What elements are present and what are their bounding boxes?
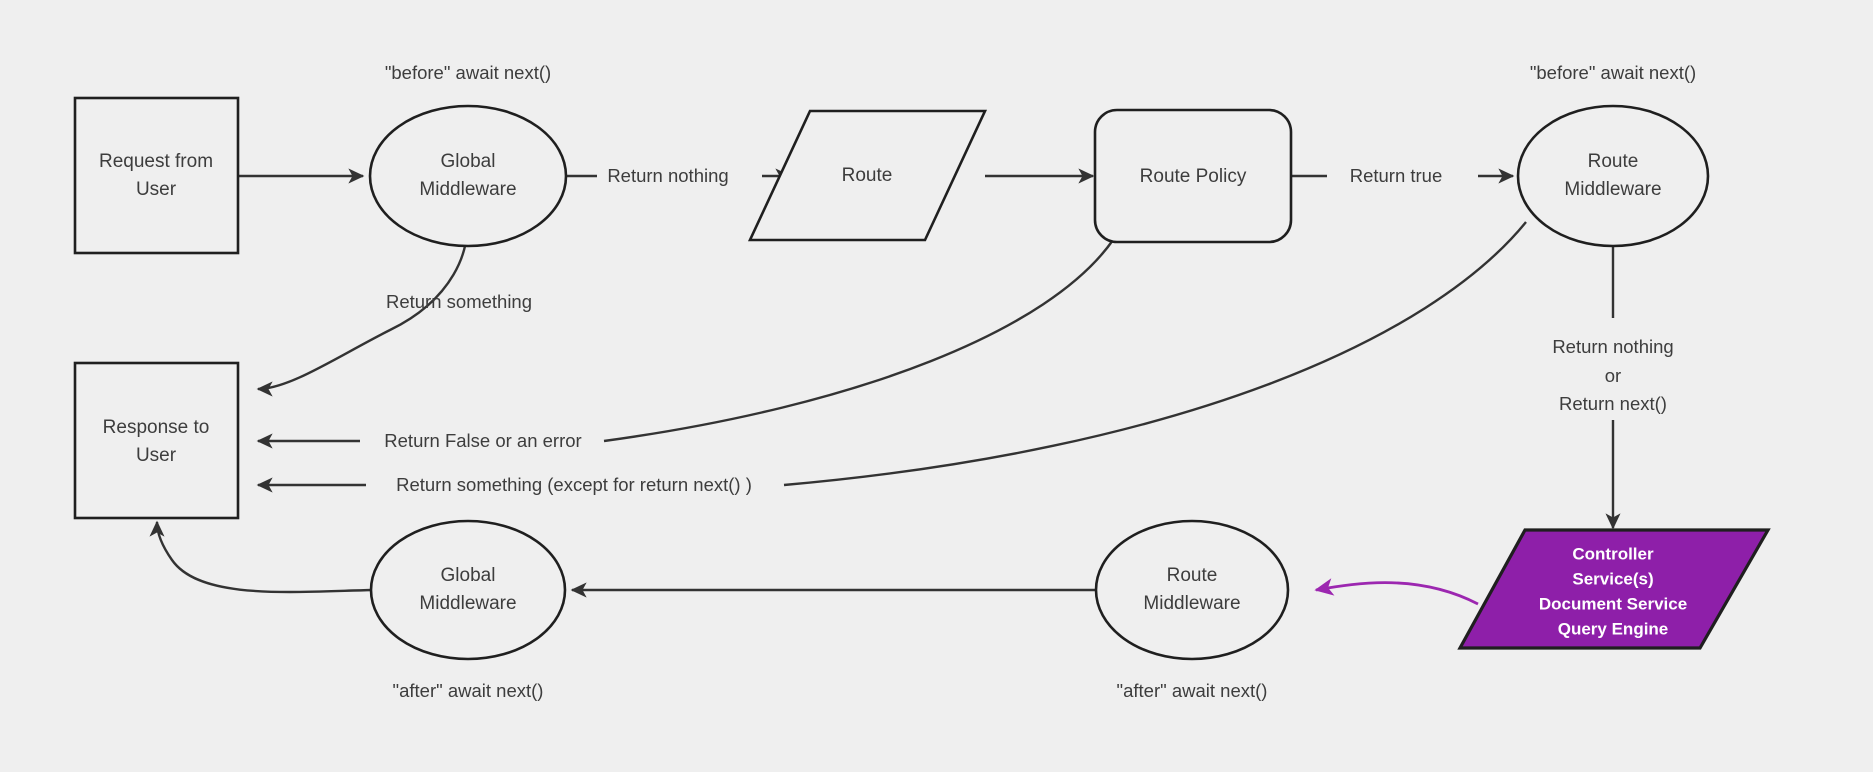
edge-label-return-next-line: Return next() (1559, 393, 1667, 414)
node-controller-label-line1: Controller (1572, 544, 1654, 563)
node-response-label-line1: Response to (103, 417, 210, 438)
node-request-label-line2: User (136, 179, 177, 200)
edge-global-middleware-return-something: Return something (256, 216, 532, 397)
edge-global-middleware-to-route: Return nothing (565, 165, 792, 186)
annotation-before-await-next-top-right: "before" await next() (1530, 62, 1696, 83)
edge-global-middleware-bottom-to-response (149, 520, 373, 594)
node-global-middleware-top[interactable]: Global Middleware (368, 104, 568, 248)
node-controller-services[interactable]: Controller Service(s) Document Service Q… (1457, 528, 1771, 650)
edge-label-return-something-except: Return something (except for return next… (396, 474, 752, 495)
node-route-middleware-bottom-label-line2: Middleware (1143, 593, 1240, 614)
node-global-middleware-bottom-label-line2: Middleware (419, 593, 516, 614)
node-global-middleware-top-label-line2: Middleware (419, 179, 516, 200)
node-route-middleware-top-label-line2: Middleware (1564, 179, 1661, 200)
edge-controller-to-route-middleware-bottom (1314, 578, 1479, 606)
node-controller-label-line2: Service(s) (1572, 569, 1653, 588)
node-route-label: Route (842, 165, 893, 186)
annotation-after-await-next-bottom-right: "after" await next() (1117, 680, 1268, 701)
node-route-policy-label: Route Policy (1140, 166, 1247, 187)
edge-label-return-something: Return something (386, 291, 532, 312)
edge-route-middleware-return-something-except: Return something (except for return next… (256, 221, 1527, 500)
edge-label-return-nothing-line: Return nothing (1552, 336, 1673, 357)
node-controller-label-line4: Query Engine (1558, 619, 1669, 638)
annotation-before-await-next-top-left: "before" await next() (385, 62, 551, 83)
edge-route-policy-to-route-middleware: Return true (1290, 165, 1515, 186)
node-global-middleware-bottom-label-line1: Global (441, 565, 496, 586)
node-route[interactable]: Route (747, 109, 988, 242)
edge-label-return-false-or-error: Return False or an error (384, 430, 581, 451)
node-route-middleware-bottom-label-line1: Route (1167, 565, 1218, 586)
node-response-to-user[interactable]: Response to User (73, 361, 240, 520)
node-route-middleware-top[interactable]: Route Middleware (1516, 104, 1710, 248)
node-global-middleware-top-label-line1: Global (441, 151, 496, 172)
edge-label-or-line: or (1605, 365, 1621, 386)
node-route-middleware-top-label-line1: Route (1588, 151, 1639, 172)
annotation-after-await-next-bottom-left: "after" await next() (393, 680, 544, 701)
edge-label-return-nothing: Return nothing (607, 165, 728, 186)
node-request-from-user[interactable]: Request from User (73, 96, 240, 255)
edge-route-middleware-to-controller: Return nothing or Return next() (1552, 222, 1674, 530)
node-global-middleware-bottom[interactable]: Global Middleware (369, 519, 567, 661)
node-controller-label-line3: Document Service (1539, 594, 1687, 613)
node-route-middleware-bottom[interactable]: Route Middleware (1094, 519, 1290, 661)
edge-route-policy-return-false: Return False or an error (256, 239, 1114, 451)
node-route-policy[interactable]: Route Policy (1093, 108, 1293, 244)
edge-label-return-true: Return true (1350, 165, 1443, 186)
node-response-label-line2: User (136, 445, 177, 466)
node-request-label-line1: Request from (99, 151, 213, 172)
